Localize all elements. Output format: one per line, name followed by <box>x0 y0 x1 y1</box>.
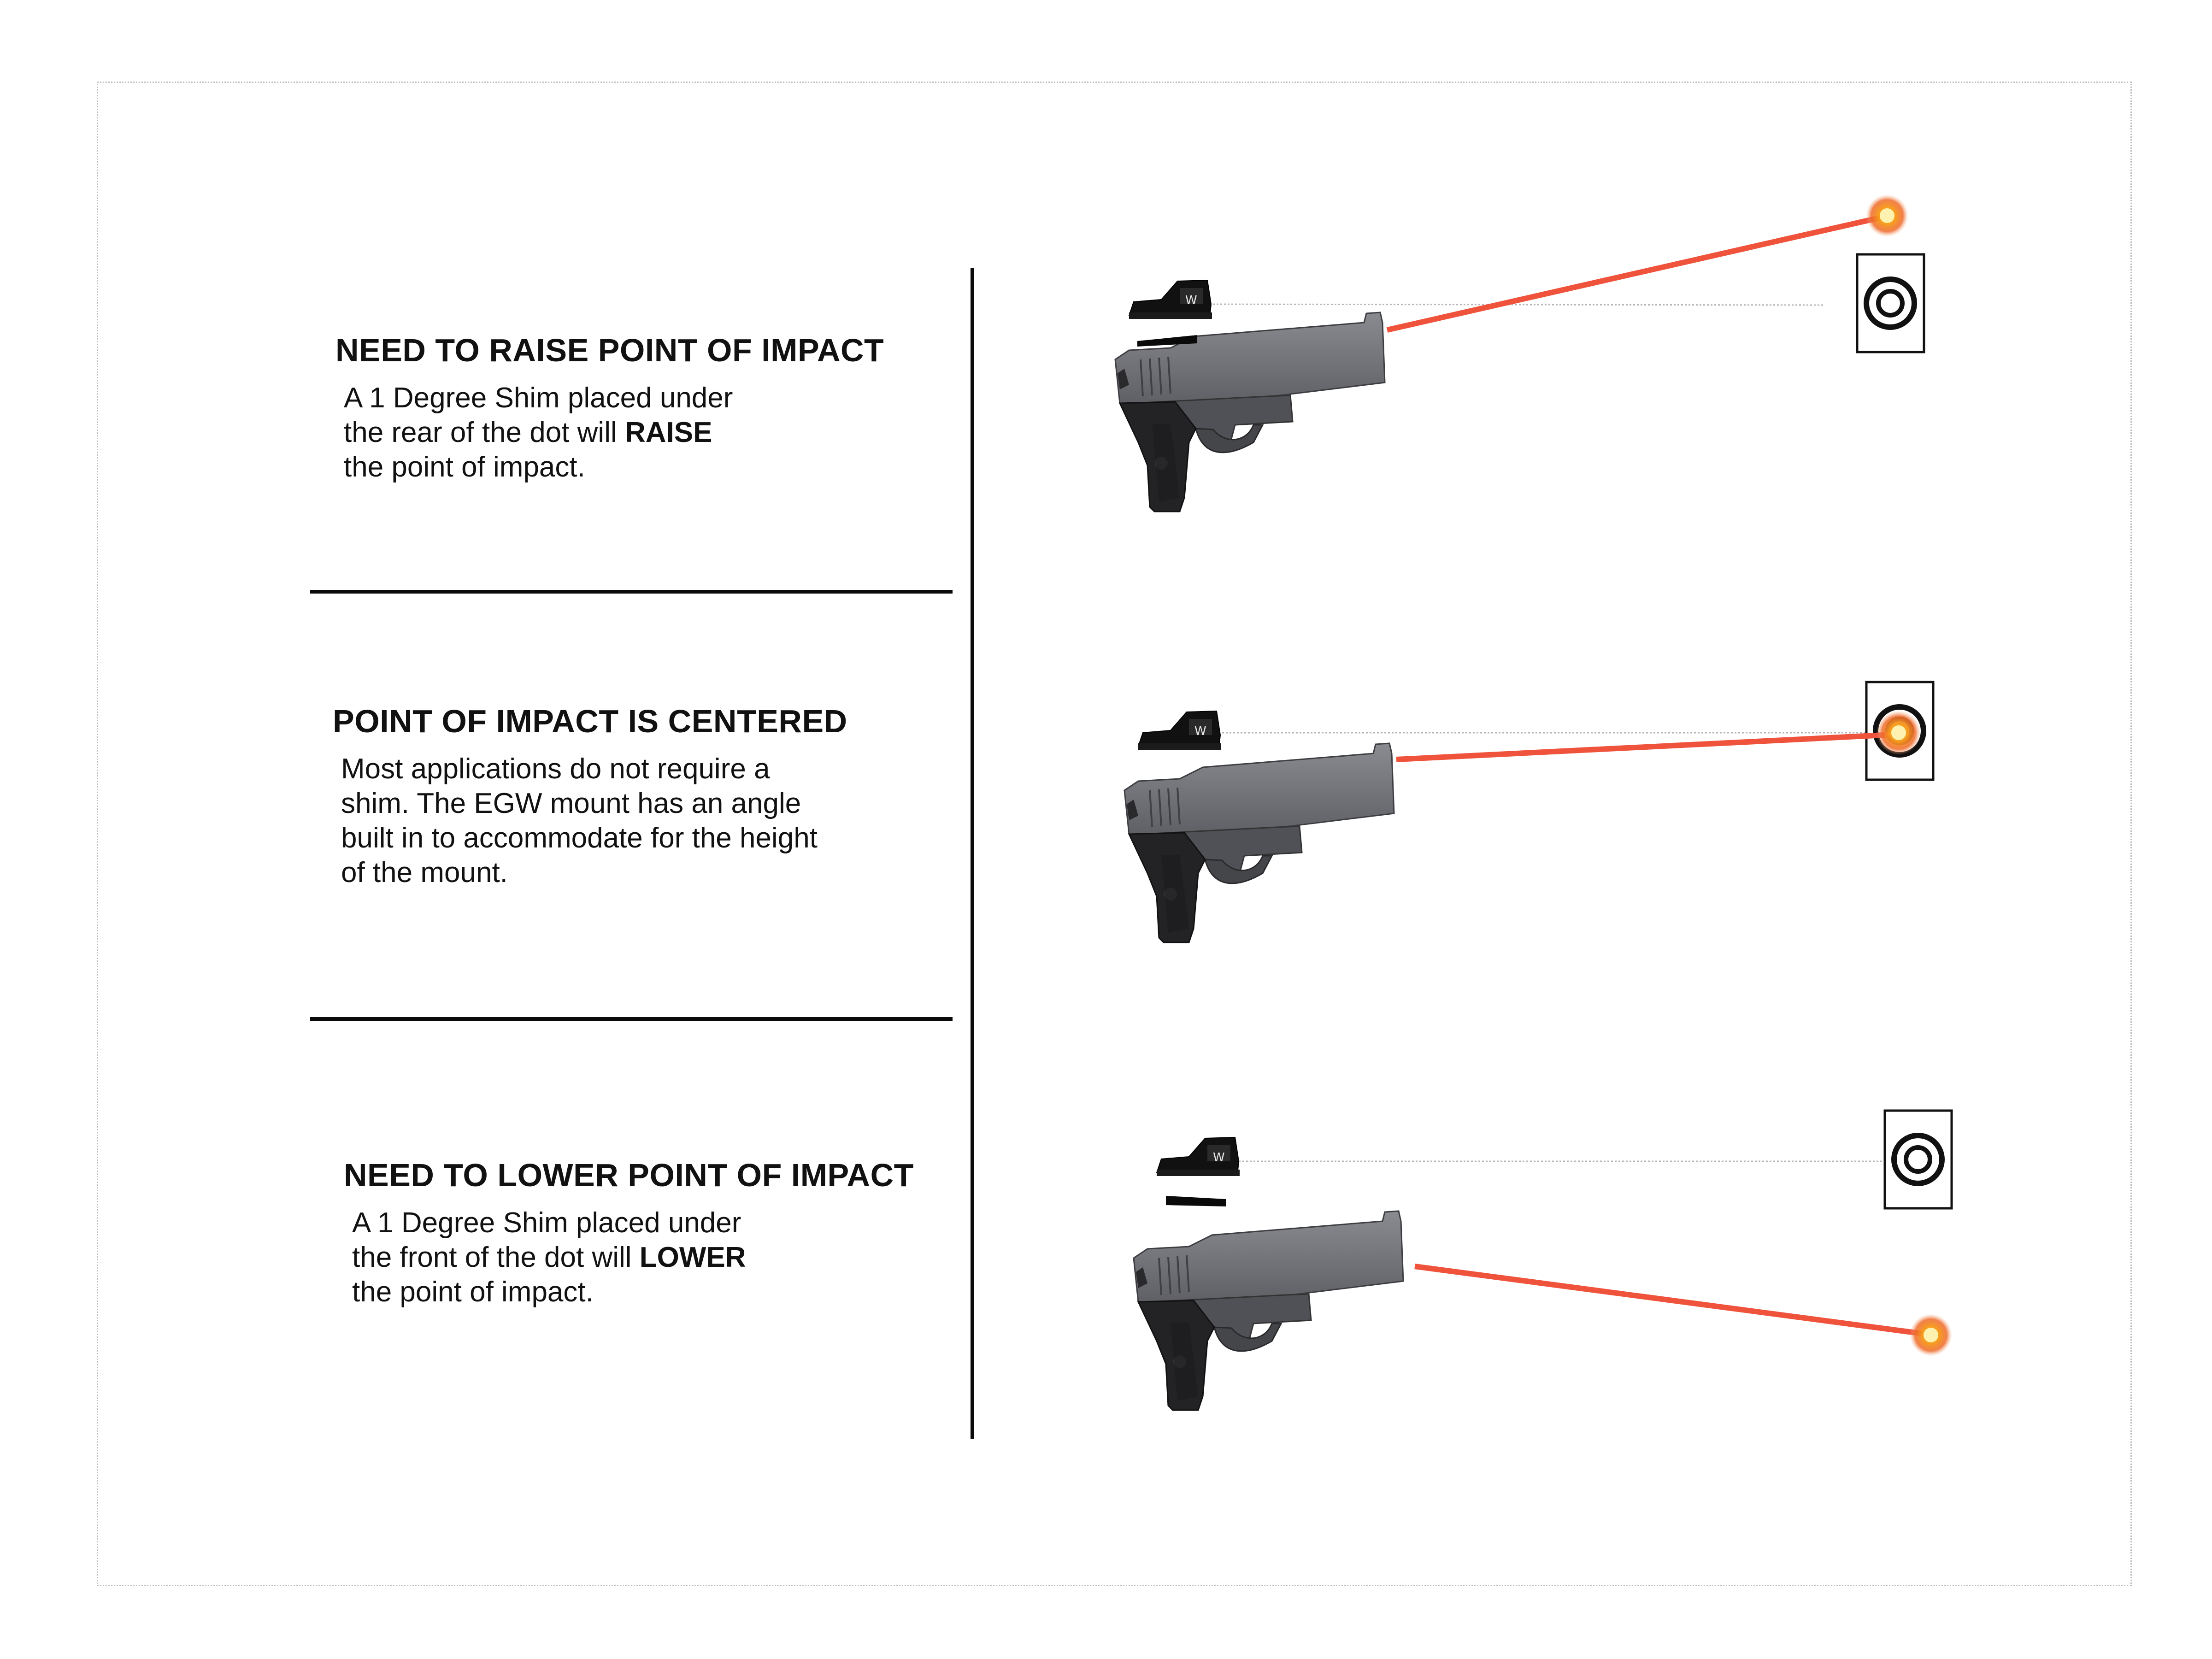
section-raise-line-1: A 1 Degree Shim placed under <box>344 382 733 414</box>
shim-icon <box>1166 1196 1226 1206</box>
section-raise-line-2-text: the rear of the dot will <box>344 417 625 448</box>
impact-core <box>1880 208 1894 223</box>
row-raise-illustration <box>1114 194 1924 512</box>
section-centered-line-2: shim. The EGW mount has an angle <box>341 788 801 819</box>
section-centered-title: POINT OF IMPACT IS CENTERED <box>333 703 847 739</box>
section-lower: NEED TO LOWER POINT OF IMPACT A 1 Degree… <box>344 1157 914 1309</box>
section-raise-line-3: the point of impact. <box>344 451 585 483</box>
section-centered-line-4: of the mount. <box>341 857 508 888</box>
section-lower-line-3: the point of impact. <box>352 1276 594 1308</box>
laser-beam <box>1414 1264 1927 1337</box>
pistol-icon <box>1133 1210 1404 1411</box>
section-raise: NEED TO RAISE POINT OF IMPACT A 1 Degree… <box>335 332 884 484</box>
row-lower-illustration <box>1133 1111 1952 1411</box>
section-centered: POINT OF IMPACT IS CENTERED Most applica… <box>333 703 847 890</box>
red-dot-sight-icon <box>1129 280 1212 319</box>
page-frame <box>97 82 2132 1586</box>
section-centered-line-1: Most applications do not require a <box>341 753 770 785</box>
section-centered-description: Most applications do not require a shim.… <box>341 752 847 890</box>
lower-keyword: LOWER <box>639 1241 746 1273</box>
vertical-divider <box>971 268 974 1439</box>
section-lower-line-2-text: the front of the dot will <box>352 1241 640 1273</box>
section-lower-title: NEED TO LOWER POINT OF IMPACT <box>344 1157 914 1193</box>
section-lower-line-1: A 1 Degree Shim placed under <box>352 1207 741 1239</box>
impact-core <box>1924 1328 1938 1342</box>
laser-beam <box>1396 732 1894 762</box>
horizontal-divider-1 <box>310 590 953 594</box>
target-icon <box>1857 254 1924 352</box>
shim-icon <box>1137 335 1197 347</box>
section-lower-line-2: the front of the dot will LOWER <box>352 1240 914 1275</box>
red-dot-sight-icon <box>1156 1137 1240 1177</box>
section-lower-description: A 1 Degree Shim placed under the front o… <box>352 1206 914 1309</box>
section-raise-title: NEED TO RAISE POINT OF IMPACT <box>335 332 884 368</box>
row-centered-illustration <box>1124 682 1933 943</box>
pistol-icon <box>1124 742 1395 943</box>
section-centered-line-3: built in to accommodate for the height <box>341 822 818 854</box>
impact-core <box>1891 725 1906 740</box>
section-raise-line-2: the rear of the dot will RAISE <box>344 415 884 450</box>
section-raise-description: A 1 Degree Shim placed under the rear of… <box>344 381 884 484</box>
horizontal-divider-2 <box>310 1017 953 1021</box>
raise-keyword: RAISE <box>624 417 712 448</box>
target-icon <box>1885 1111 1952 1208</box>
sight-line <box>1179 303 1825 306</box>
laser-beam <box>1386 214 1886 333</box>
red-dot-sight-icon <box>1138 711 1222 750</box>
